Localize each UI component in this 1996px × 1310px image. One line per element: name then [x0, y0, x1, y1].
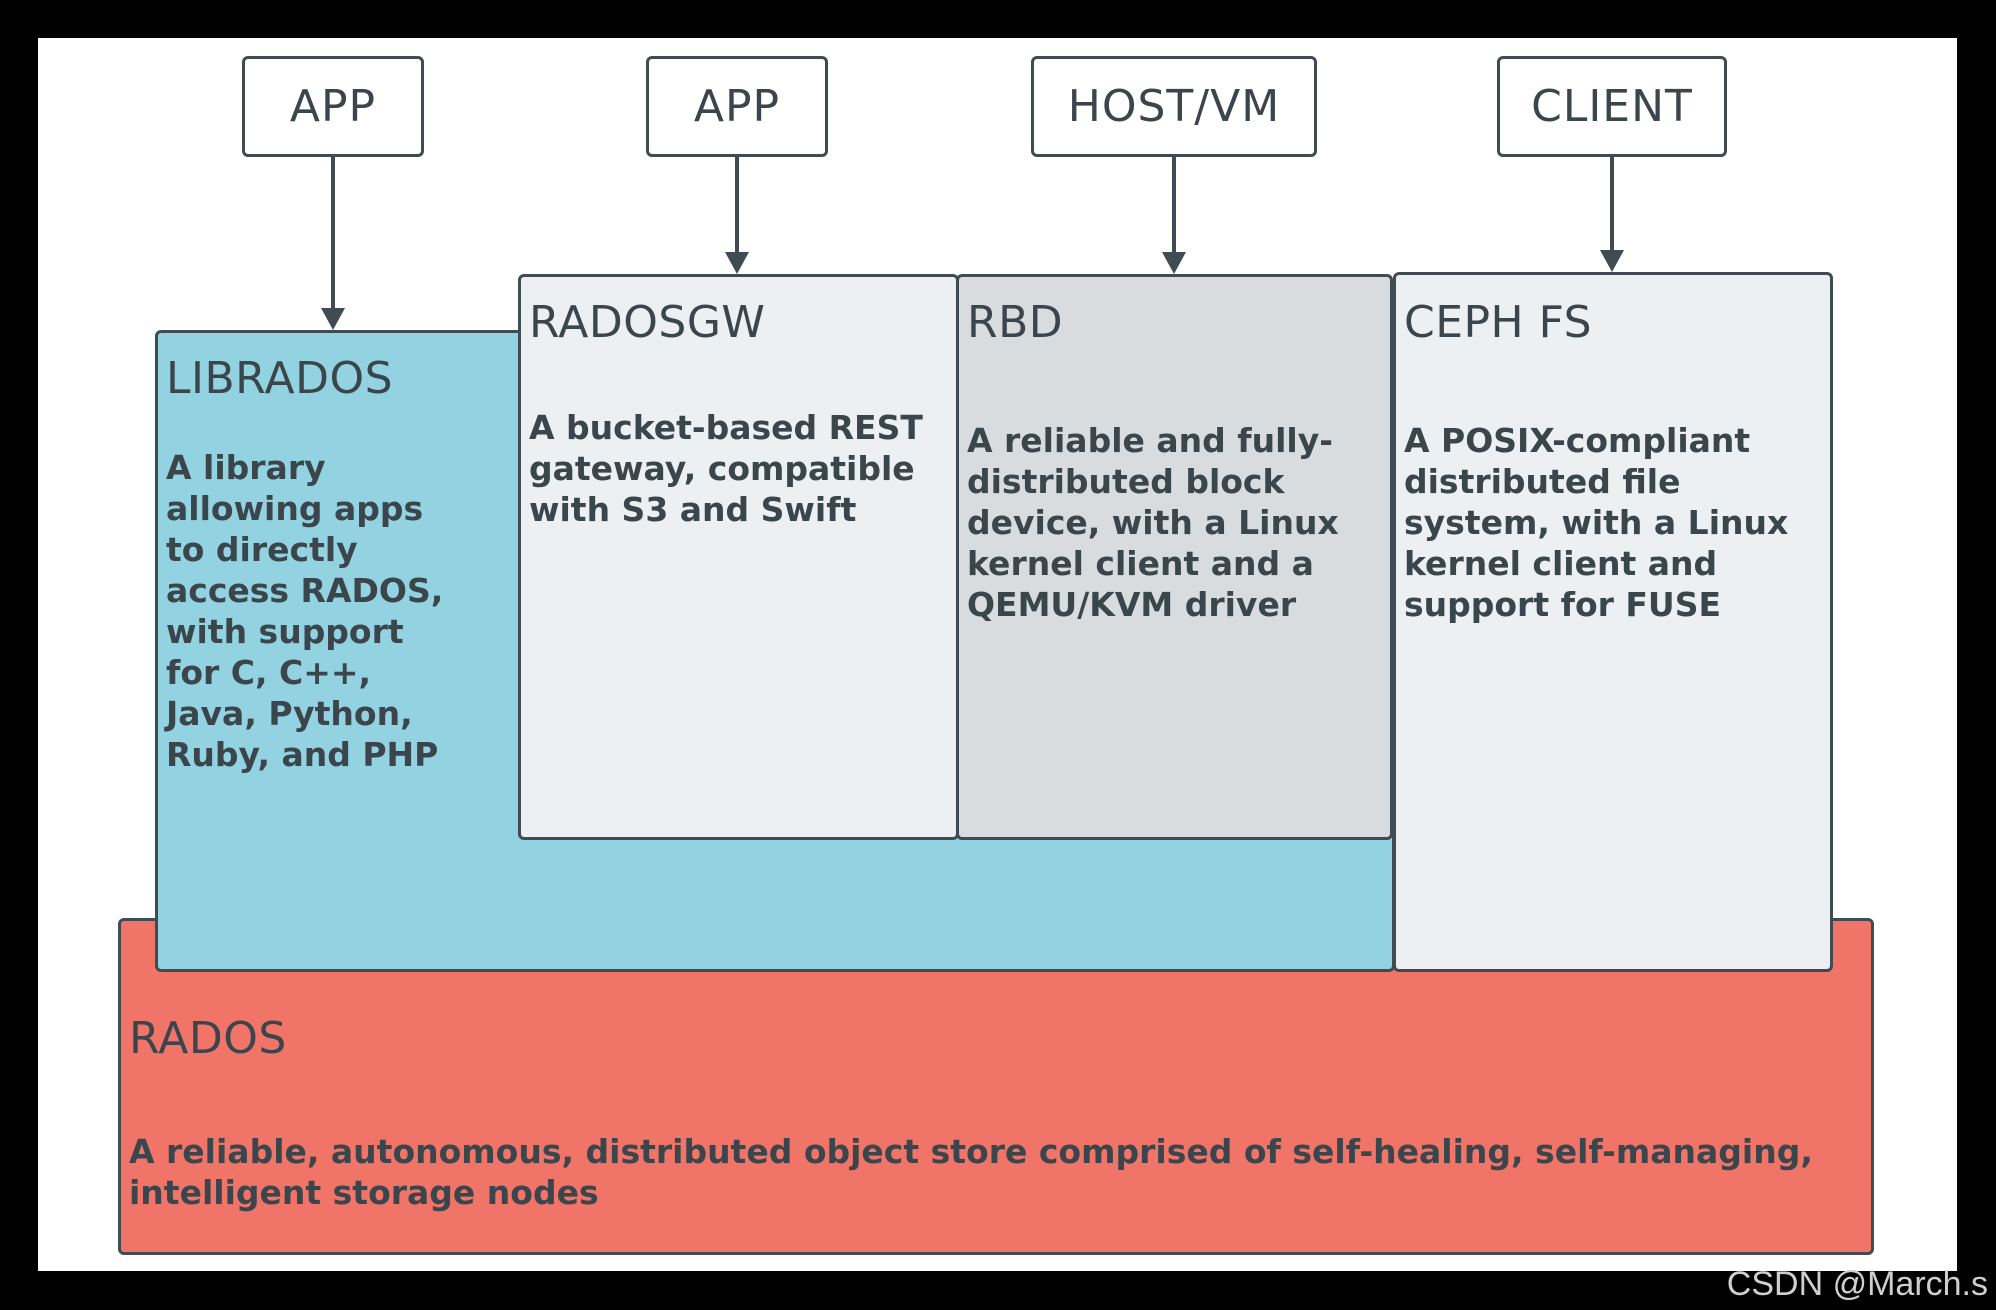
radosgw-title: RADOSGW — [529, 297, 766, 348]
client-box-host-vm: HOST/VM — [1031, 56, 1317, 157]
rbd-title: RBD — [967, 297, 1064, 348]
librados-description: A library allowing apps to directly acce… — [166, 448, 444, 774]
cephfs-description: A POSIX-compliant distributed file syste… — [1404, 421, 1789, 624]
client-box-client: CLIENT — [1497, 56, 1727, 157]
radosgw-layer: RADOSGW A bucket-based REST gateway, com… — [518, 274, 959, 840]
rados-title: RADOS — [129, 1013, 287, 1064]
librados-title: LIBRADOS — [166, 353, 394, 404]
rados-layer: RADOS A reliable, autonomous, distribute… — [118, 918, 1874, 1255]
watermark: CSDN @March.s — [1726, 1265, 1988, 1303]
cephfs-layer: CEPH FS A POSIX-compliant distributed fi… — [1393, 272, 1833, 972]
cephfs-title: CEPH FS — [1404, 297, 1593, 348]
client-box-app-2: APP — [646, 56, 828, 157]
rbd-description: A reliable and fully-distributed block d… — [967, 421, 1339, 624]
rados-description: A reliable, autonomous, distributed obje… — [129, 1132, 1813, 1212]
rbd-layer: RBD A reliable and fully-distributed blo… — [956, 274, 1393, 840]
radosgw-description: A bucket-based REST gateway, compatible … — [529, 408, 923, 529]
client-box-app-1: APP — [242, 56, 424, 157]
